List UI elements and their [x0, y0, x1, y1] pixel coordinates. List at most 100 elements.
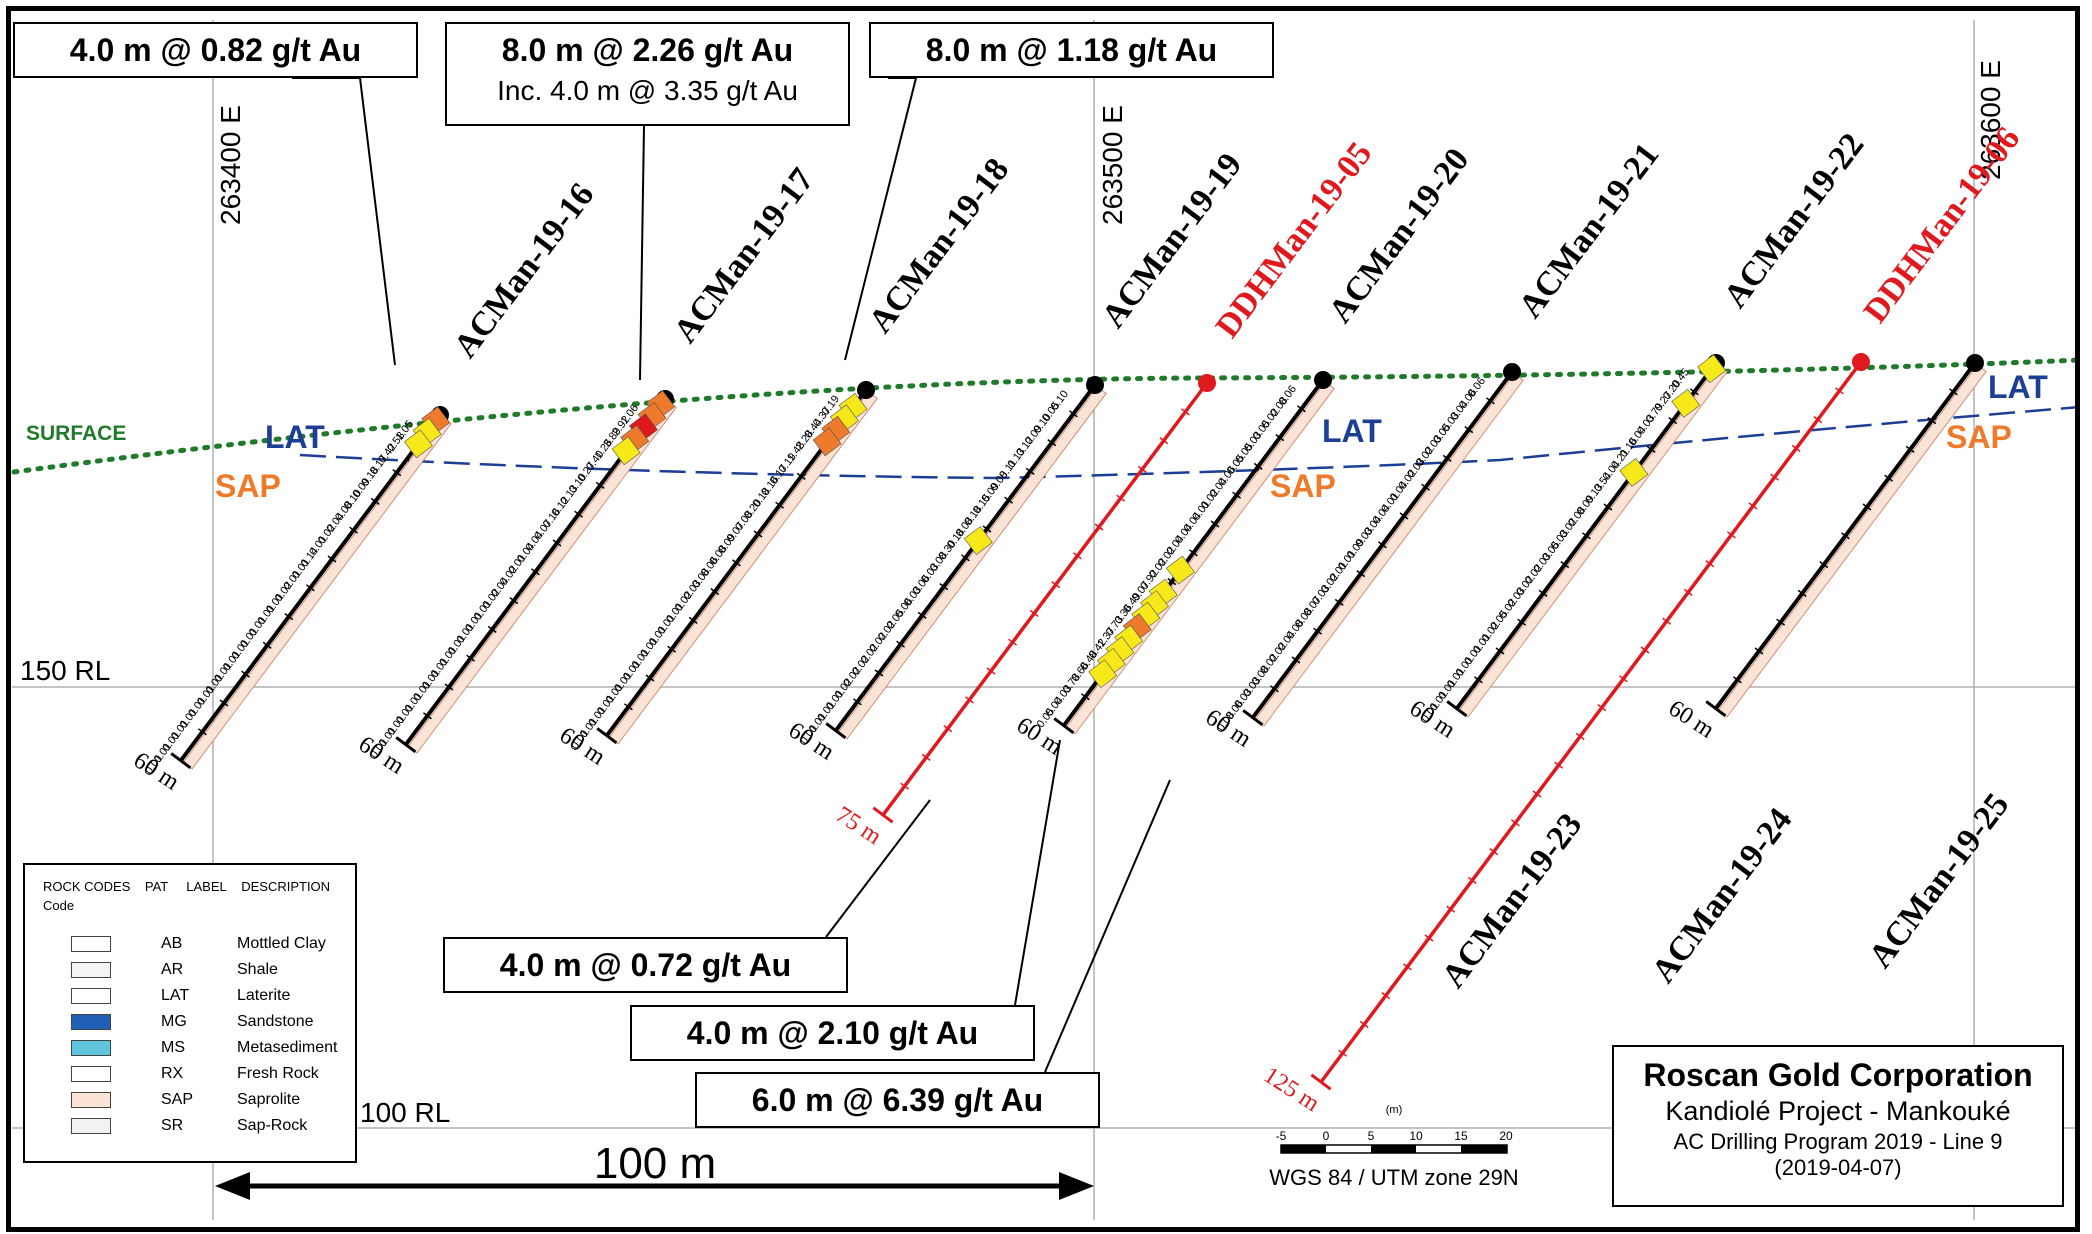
depth-tick — [305, 584, 315, 592]
legend: ROCK CODES PAT LABEL DESCRIPTION Code AB… — [23, 863, 357, 1163]
depth-tick — [1748, 502, 1758, 510]
depth-tick — [960, 554, 970, 562]
depth-tick — [466, 654, 476, 662]
depth-tick — [422, 712, 432, 720]
hole-end-cap — [1310, 1073, 1332, 1091]
depth-tick — [1377, 541, 1387, 549]
depth-tick — [370, 497, 380, 505]
depth-tick — [1180, 408, 1190, 416]
scale-arrow-label: 100 m — [594, 1139, 716, 1188]
depth-tick — [1356, 569, 1366, 578]
depth-tick — [1489, 847, 1499, 856]
depth-tick — [986, 667, 996, 675]
depth-tick — [645, 674, 655, 682]
scale-tick-3: 10 — [1409, 1129, 1423, 1143]
depth-tick — [284, 612, 294, 621]
depth-tick — [1004, 496, 1014, 504]
hole-end-cap — [1053, 717, 1075, 734]
depth-tick — [487, 625, 497, 634]
depth-tick — [1442, 454, 1452, 462]
depth-tick — [1884, 474, 1894, 482]
company-name: Roscan Gold Corporation — [1643, 1057, 2033, 1093]
depth-tick — [623, 703, 633, 711]
collar-dot — [1314, 371, 1332, 389]
depth-tick — [595, 481, 605, 489]
hole-end-cap — [170, 752, 192, 769]
grade-block — [1166, 555, 1195, 585]
depth-tick — [1776, 618, 1786, 626]
depth-tick — [917, 611, 927, 620]
depth-tick — [327, 555, 337, 563]
depth-tick — [1025, 467, 1035, 475]
depth-tick — [1402, 963, 1412, 971]
callout-leader — [844, 77, 918, 361]
depth-tick — [1662, 617, 1672, 625]
depth-tick — [1094, 523, 1104, 531]
legend-code: RX — [161, 1065, 184, 1082]
grade-block — [1697, 354, 1727, 384]
callout-hole-20: 4.0 m @ 2.10 g/t Au — [630, 1005, 1035, 1061]
scale-bar — [1280, 1144, 1508, 1154]
easting-label-3: 263600 E — [1975, 60, 2006, 180]
depth-tick — [552, 539, 562, 547]
depth-tick — [1188, 549, 1198, 557]
callout-subtext: Inc. 4.0 m @ 3.35 g/t Au — [497, 75, 798, 106]
depth-tick — [1517, 618, 1527, 626]
depth-tick — [349, 526, 359, 534]
depth-tick — [1732, 676, 1742, 684]
callout-leader — [825, 799, 931, 938]
collar-dot — [1852, 353, 1870, 371]
easting-label-2: 263500 E — [1097, 105, 1128, 225]
depth-tick — [1159, 437, 1169, 445]
depth-tick — [1253, 462, 1263, 470]
legend-header: ROCK CODES PAT LABEL DESCRIPTION — [43, 879, 330, 894]
legend-swatch — [71, 962, 111, 978]
depth-tick — [731, 559, 741, 567]
scale-tick-5: 20 — [1499, 1129, 1513, 1143]
legend-code: MS — [161, 1039, 185, 1056]
legend-header-description: DESCRIPTION — [241, 879, 331, 894]
depth-tick — [1683, 588, 1693, 597]
callout-text: 4.0 m @ 2.10 g/t Au — [686, 1015, 979, 1051]
depth-tick — [1313, 627, 1323, 635]
callout-text: 4.0 m @ 0.82 g/t Au — [69, 32, 362, 68]
depth-tick — [1532, 790, 1542, 798]
legend-description: Sandstone — [237, 1013, 314, 1030]
depth-tick — [874, 669, 884, 677]
sap-label-3: SAP — [1946, 419, 2012, 455]
depth-tick — [1560, 560, 1570, 569]
hole-end-cap — [825, 722, 847, 739]
legend-code: AR — [161, 961, 184, 978]
scale-tick-4: 15 — [1454, 1129, 1468, 1143]
depth-tick — [1575, 732, 1585, 741]
depth-tick — [1495, 647, 1505, 655]
depth-tick — [1232, 491, 1242, 499]
hole-end-cap — [1446, 700, 1468, 717]
depth-tick — [1047, 439, 1057, 447]
elevation-label-100: 100 RL — [360, 1097, 450, 1128]
hole-end-cap — [596, 727, 618, 744]
depth-tick — [530, 568, 540, 576]
callout-hole-18: 8.0 m @ 1.18 g/t Au — [869, 22, 1274, 78]
legend-description: Mottled Clay — [237, 935, 326, 952]
depth-tick — [710, 587, 720, 596]
depth-tick — [1646, 445, 1656, 453]
depth-tick — [1597, 703, 1607, 712]
depth-tick — [753, 530, 763, 538]
legend-swatch — [71, 1040, 111, 1056]
lat-label-3: LAT — [1988, 369, 2048, 405]
grade-block — [1088, 659, 1118, 689]
hole-end-cap — [872, 806, 894, 824]
depth-tick — [262, 641, 272, 650]
legend-swatch — [71, 1092, 111, 1108]
depth-tick — [1927, 417, 1937, 425]
depth-tick — [1210, 520, 1220, 528]
callout-hole-16: 4.0 m @ 0.82 g/t Au — [13, 22, 418, 78]
depth-tick — [1473, 676, 1483, 684]
depth-tick — [775, 501, 785, 509]
map-frame — [6, 6, 2080, 1232]
legend-description: Shale — [237, 961, 278, 978]
